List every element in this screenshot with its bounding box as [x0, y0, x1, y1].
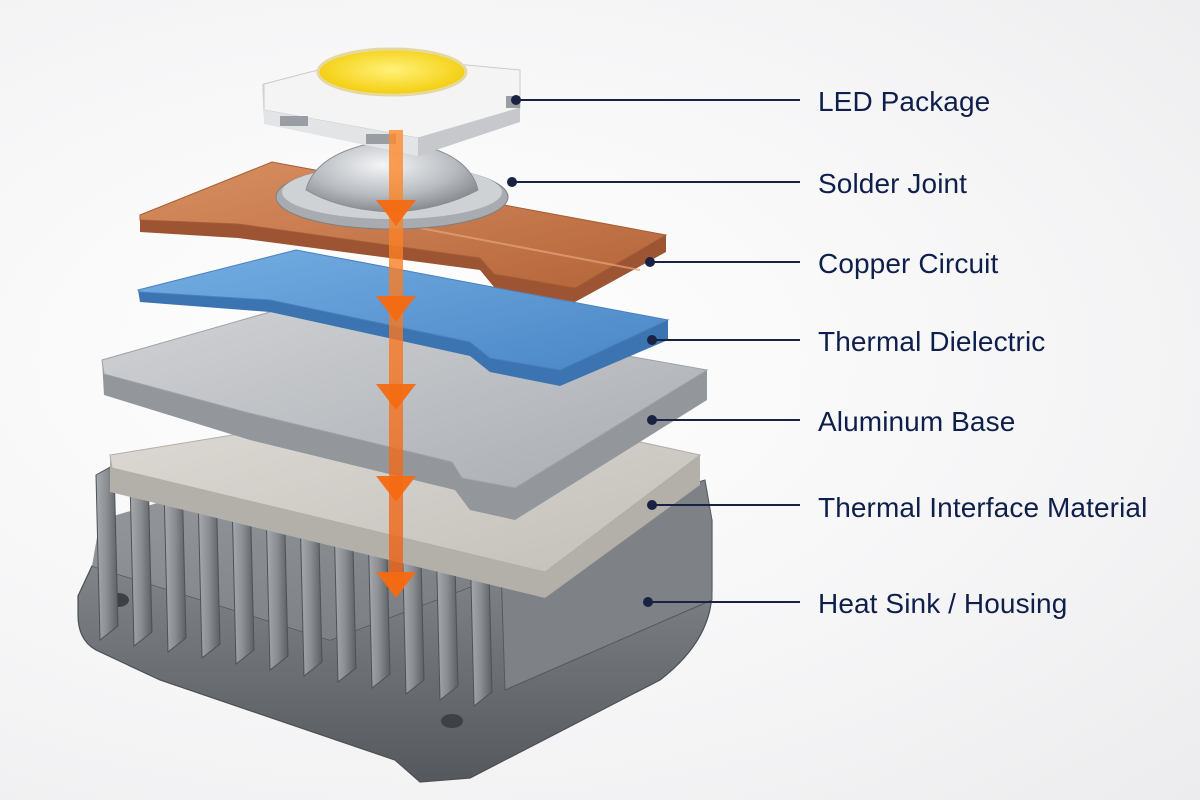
leader-anchor-led_package — [511, 95, 521, 105]
heat-sink-fin — [95, 464, 119, 642]
leader-anchor-thermal_interface_material — [647, 500, 657, 510]
label-heat-sink-housing: Heat Sink / Housing — [818, 588, 1068, 619]
leader-anchor-aluminum_base — [647, 415, 657, 425]
label-led-package: LED Package — [818, 86, 991, 117]
label-copper-circuit: Copper Circuit — [818, 248, 999, 279]
down-arrow-icon — [376, 476, 416, 502]
leader-lines — [507, 95, 800, 607]
mounting-hole — [441, 714, 463, 728]
label-thermal-interface-material: Thermal Interface Material — [818, 492, 1148, 523]
down-arrow-icon — [376, 572, 416, 598]
label-aluminum-base: Aluminum Base — [818, 406, 1016, 437]
label-solder-joint: Solder Joint — [818, 168, 968, 199]
heat-flow-arrow — [376, 130, 416, 598]
leader-anchor-heat_sink_housing — [643, 597, 653, 607]
leader-anchor-solder_joint — [507, 177, 517, 187]
led-emitter-icon — [316, 47, 468, 97]
down-arrow-icon — [376, 296, 416, 322]
leader-anchor-thermal_dielectric — [647, 335, 657, 345]
label-thermal-dielectric: Thermal Dielectric — [818, 326, 1046, 357]
heat-flow-shaft — [389, 130, 403, 588]
down-arrow-icon — [376, 200, 416, 226]
leader-anchor-copper_circuit — [645, 257, 655, 267]
down-arrow-icon — [376, 384, 416, 410]
led-package — [262, 47, 521, 156]
